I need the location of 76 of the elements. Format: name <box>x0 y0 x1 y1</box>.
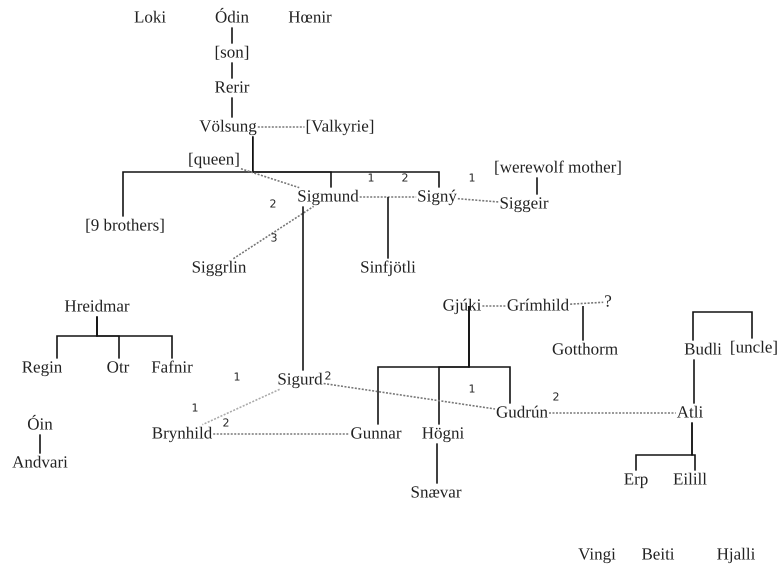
marriage-order-number: 1 <box>192 402 198 414</box>
person-name: Óin <box>26 416 54 434</box>
person-name: Fafnir <box>150 358 194 378</box>
person-name: Sigmund <box>296 188 360 206</box>
person-name: Gudrún <box>495 404 549 422</box>
person-name: Andvari <box>11 454 69 472</box>
descent-line <box>468 306 511 404</box>
marriage-order-number: 2 <box>402 172 408 184</box>
person-name: Hœnir <box>287 8 333 28</box>
person-name: Hreidmar <box>63 298 131 316</box>
descent-line <box>691 422 696 471</box>
person-name: Siggeir <box>498 194 550 214</box>
marriage-order-number: 1 <box>234 372 240 382</box>
descent-line <box>693 359 695 404</box>
person-name: [Valkyrie] <box>304 118 376 136</box>
marriage-line <box>548 412 676 414</box>
person-name: Grímhild <box>506 296 570 316</box>
person-name: Sinfjötli <box>359 258 417 278</box>
person-name: Beiti <box>640 546 676 564</box>
person-name: Völsung <box>198 118 258 136</box>
person-name: [son] <box>214 44 250 62</box>
person-name: Snævar <box>410 484 462 502</box>
person-name: Siggrlin <box>190 258 248 278</box>
marriage-order-number: 1 <box>468 172 476 184</box>
marriage-line <box>458 198 499 203</box>
marriage-order-number: 2 <box>552 392 560 402</box>
marriage-order-number: 2 <box>270 198 276 210</box>
person-name: [werewolf mother] <box>493 158 623 178</box>
person-name: Ódin <box>214 8 250 28</box>
marriage-line <box>232 206 314 260</box>
person-name: Regin <box>20 358 64 378</box>
person-name: ? <box>603 292 613 312</box>
person-name: Gotthorm <box>550 340 620 360</box>
descent-line <box>302 206 304 371</box>
marriage-line <box>202 388 280 426</box>
person-name: Signý <box>416 188 458 206</box>
person-name: Högni <box>420 424 466 444</box>
descent-line <box>39 434 41 454</box>
marriage-line <box>360 196 416 198</box>
descent-line <box>96 316 173 359</box>
descent-line <box>231 62 233 79</box>
person-name: Brynhild <box>150 424 214 444</box>
marriage-line <box>570 301 604 305</box>
person-name: Gjúki <box>442 296 482 316</box>
person-name: Loki <box>132 8 168 28</box>
descent-line <box>582 306 584 341</box>
person-name: Atli <box>676 404 704 422</box>
person-name: Hjalli <box>716 546 756 564</box>
marriage-line <box>240 168 300 188</box>
descent-line <box>231 97 233 118</box>
marriage-line <box>258 126 305 128</box>
person-name: Vingi <box>577 546 617 564</box>
descent-line <box>436 443 438 484</box>
person-name: [queen] <box>187 150 241 170</box>
person-name: Gunnar <box>350 424 402 444</box>
marriage-order-number: 2 <box>324 370 332 382</box>
descent-line <box>252 136 440 188</box>
person-name: Otr <box>106 358 130 378</box>
descent-line <box>536 177 538 195</box>
marriage-order-number: 2 <box>222 418 230 428</box>
person-name: Erp <box>622 470 650 490</box>
descent-line <box>692 311 753 341</box>
marriage-order-number: 3 <box>270 232 278 244</box>
marriage-line <box>213 433 350 435</box>
marriage-line <box>482 305 506 307</box>
marriage-order-number: 1 <box>468 384 476 394</box>
descent-line <box>387 197 389 259</box>
marriage-line <box>324 382 496 410</box>
person-name: [uncle] <box>728 338 780 358</box>
person-name: Sigurd <box>276 370 324 390</box>
marriage-order-number: 1 <box>368 172 374 184</box>
person-name: Budli <box>683 340 723 360</box>
person-name: Eilill <box>672 470 708 490</box>
person-name: [9 brothers] <box>84 216 166 236</box>
descent-line <box>231 27 233 44</box>
person-name: Rerir <box>214 78 250 98</box>
